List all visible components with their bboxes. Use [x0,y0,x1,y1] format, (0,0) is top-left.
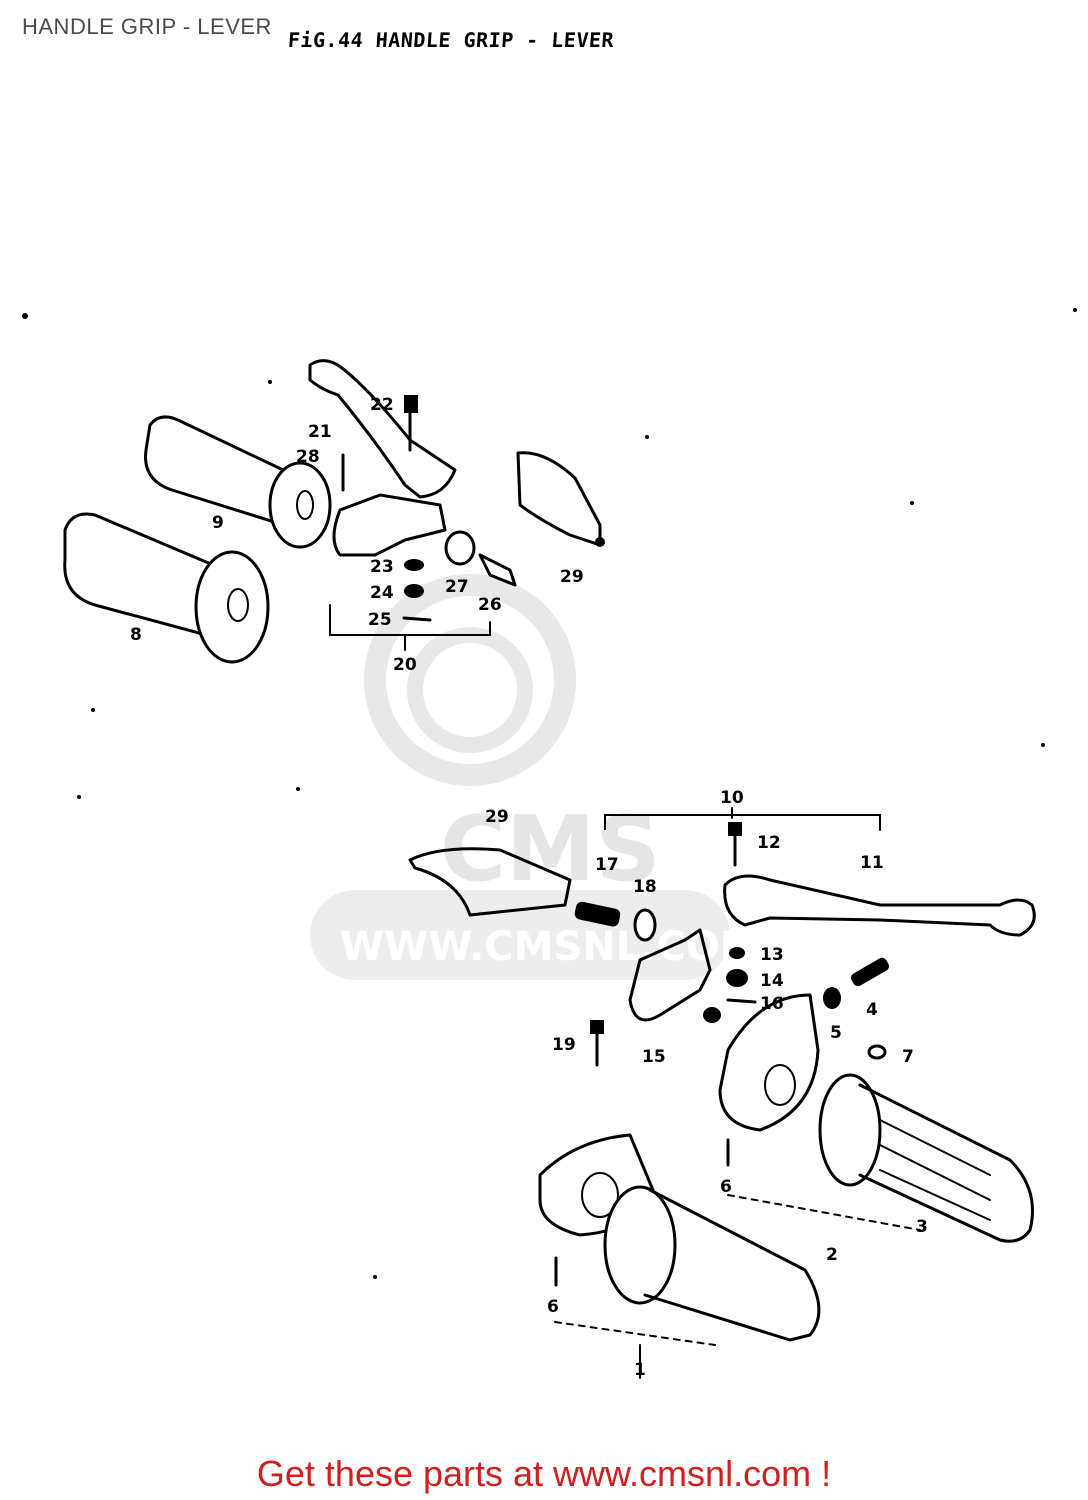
footer-link-text[interactable]: Get these parts at www.cmsnl.com ! [256,1453,832,1494]
label-part-6-right: 6 [720,1177,732,1197]
bolt-17 [574,901,657,942]
label-part-1: 1 [634,1360,646,1380]
bolt-4 [851,957,889,987]
grip-9 [144,415,332,549]
label-part-8: 8 [130,625,142,645]
label-part-7: 7 [902,1047,914,1067]
label-part-15: 15 [642,1047,666,1067]
grip-1 [603,1185,821,1342]
pin-16 [726,998,757,1004]
label-part-24: 24 [370,583,394,603]
label-part-6-left: 6 [547,1297,559,1317]
label-part-25: 25 [368,610,392,630]
label-part-3: 3 [916,1217,928,1237]
label-part-18: 18 [633,877,657,897]
label-part-2: 2 [826,1245,838,1265]
nut-14 [726,969,748,987]
washer-5 [823,987,841,1009]
cover-29-lower [408,847,572,917]
group-bracket-10 [604,814,881,831]
nut-7 [867,1044,887,1060]
label-part-28: 28 [296,447,320,467]
cover-29-upper [516,451,605,547]
label-part-20: 20 [393,655,417,675]
label-part-29-lower: 29 [485,807,509,827]
group-bracket-1 [554,1321,716,1346]
lever-holder [590,928,721,1067]
label-part-10: 10 [720,788,744,808]
label-part-17: 17 [595,855,619,875]
label-part-4: 4 [866,1000,878,1020]
label-part-12: 12 [757,833,781,853]
label-part-21: 21 [308,422,332,442]
label-part-13: 13 [760,945,784,965]
group-bracket-2 [727,1194,921,1231]
label-part-26: 26 [478,595,502,615]
label-part-9: 9 [212,513,224,533]
page-title: HANDLE GRIP - LEVER [22,14,272,39]
grip-8 [63,512,270,664]
label-part-14: 14 [760,971,784,991]
label-part-23: 23 [370,557,394,577]
label-part-5: 5 [830,1023,842,1043]
watermark: CMS WWW.CMSNL.COM [310,574,760,980]
lever-bracket [332,453,517,622]
label-part-22: 22 [370,395,394,415]
lever-21 [308,359,457,499]
grip-3 [818,1073,1034,1243]
label-part-29-upper: 29 [560,567,584,587]
label-part-19: 19 [552,1035,576,1055]
watermark-url: WWW.CMSNL.COM [340,924,760,970]
lever-11 [723,822,1036,937]
throttle-housing [718,993,820,1132]
group-bracket-20 [329,604,491,636]
label-part-11: 11 [860,853,884,873]
washer-13 [729,947,745,959]
part-labels: 22 21 28 9 8 23 24 25 27 26 29 20 10 12 … [130,395,928,1380]
label-part-16: 16 [760,994,784,1014]
label-part-27: 27 [445,577,469,597]
figure-caption: FiG.44 HANDLE GRIP - LEVER [287,28,615,52]
